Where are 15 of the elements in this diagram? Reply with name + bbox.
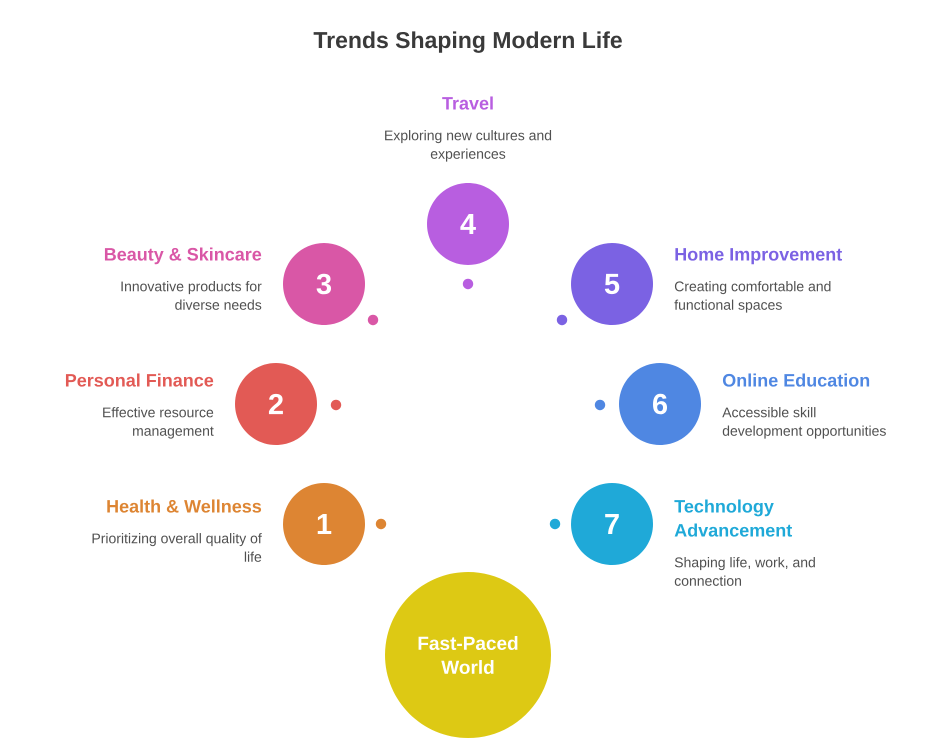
heading: Online Education — [722, 373, 870, 387]
heading: Travel — [442, 96, 493, 110]
heading: Home Improvement — [675, 248, 842, 264]
title: Trends Shaping Modern Life — [314, 31, 622, 53]
heading: Personal Finance — [66, 373, 214, 387]
description: Prioritizing overall quality of life — [92, 533, 262, 562]
heading: Technology Advancement — [674, 499, 792, 537]
description: Effective resource management — [103, 407, 214, 439]
description: Innovative products for diverse needs — [121, 281, 262, 310]
description: Creating comfortable and functional spaces — [674, 281, 830, 313]
heading: Health & Wellness — [107, 499, 262, 513]
description: Accessible skill development opportunities — [722, 407, 886, 439]
description: Exploring new cultures and experiences — [385, 130, 552, 162]
description: Shaping life, work, and connection — [674, 557, 815, 586]
heading: Beauty & Skincare — [104, 247, 262, 264]
